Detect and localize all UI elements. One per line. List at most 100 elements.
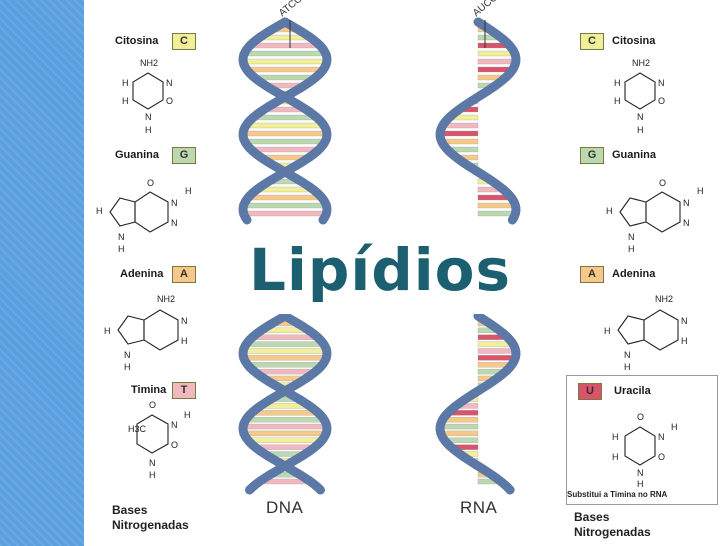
left-letter-g: G	[172, 147, 196, 164]
svg-text:H: H	[104, 326, 111, 336]
right-label-adenina: Adenina	[612, 268, 656, 280]
slide-title: Lipídios	[230, 226, 530, 314]
uracil-frame	[566, 375, 718, 505]
svg-text:N: N	[683, 198, 690, 208]
helix-rung	[439, 130, 479, 137]
svg-text:O: O	[166, 96, 173, 106]
svg-text:H: H	[184, 410, 191, 420]
left-label-adenina: Adenina	[120, 268, 164, 280]
helix-rung	[243, 58, 327, 65]
svg-text:H: H	[122, 96, 129, 106]
helix-rung	[439, 423, 479, 430]
dna-label: DNA	[266, 498, 304, 517]
svg-text:H: H	[612, 452, 619, 462]
left-cytosine-ring	[132, 72, 164, 110]
right-label-guanina: Guanina	[612, 149, 657, 161]
left-letter-c: C	[172, 33, 196, 50]
svg-text:H: H	[122, 78, 129, 88]
rna-label: RNA	[460, 498, 498, 517]
right-cytosine-ring	[624, 72, 656, 110]
svg-text:H: H	[628, 244, 635, 254]
svg-text:H: H	[697, 186, 704, 196]
left-label-timina: Timina	[131, 384, 167, 396]
svg-text:N: N	[624, 350, 631, 360]
svg-text:O: O	[659, 178, 666, 188]
svg-text:N: N	[118, 232, 125, 242]
helix-rung	[477, 58, 516, 65]
svg-text:H: H	[149, 470, 156, 480]
left-letter-a: A	[172, 266, 196, 283]
svg-text:H: H	[671, 422, 678, 432]
svg-text:NH2: NH2	[157, 294, 175, 304]
right-letter-g: G	[580, 147, 604, 164]
helix-backbone	[238, 311, 332, 495]
svg-text:N: N	[171, 198, 178, 208]
svg-text:N: N	[181, 316, 188, 326]
left-adenine-ring5	[117, 315, 145, 345]
svg-text:O: O	[658, 452, 665, 462]
atom-nh2: NH2	[140, 58, 158, 68]
right-letter-u: U	[578, 383, 602, 400]
svg-text:O: O	[147, 178, 154, 188]
helix-rung	[243, 202, 327, 209]
svg-text:N: N	[637, 468, 644, 478]
helix-rung	[243, 355, 327, 361]
helix-rung	[249, 42, 321, 49]
left-thymine-ring	[136, 414, 169, 454]
left-letter-t: T	[172, 382, 196, 399]
left-label-guanina: Guanina	[115, 149, 160, 161]
dna-helix-top	[238, 17, 332, 225]
footer-left-line2: Nitrogenadas	[112, 518, 189, 532]
atom-h3c: H3C	[128, 424, 147, 434]
right-label-uracila: Uracila	[614, 385, 651, 397]
svg-text:N: N	[681, 316, 688, 326]
rna-helix-top	[435, 17, 521, 225]
helix-rung	[245, 122, 325, 129]
helix-rung	[248, 437, 322, 443]
svg-text:O: O	[149, 400, 156, 410]
helix-backbone	[435, 17, 521, 225]
svg-text:H: H	[637, 125, 644, 135]
svg-text:N: N	[658, 432, 665, 442]
svg-text:O: O	[637, 412, 644, 422]
svg-text:N: N	[171, 218, 178, 228]
svg-text:N: N	[658, 78, 665, 88]
helix-rung	[251, 410, 319, 416]
svg-text:NH2: NH2	[632, 58, 650, 68]
helix-backbone	[238, 17, 332, 225]
uracil-note: Substitui a Timina no RNA	[567, 490, 668, 499]
svg-text:H: H	[624, 362, 631, 372]
helix-backbone	[238, 311, 332, 495]
helix-rung	[251, 146, 319, 153]
helix-rung	[244, 138, 326, 145]
svg-text:NH2: NH2	[655, 294, 673, 304]
left-decorative-stripe	[0, 0, 84, 546]
helix-backbone	[435, 311, 521, 495]
rna-helix-bottom	[435, 311, 521, 495]
helix-rung	[243, 430, 327, 437]
helix-rung	[477, 348, 517, 354]
footer-right-line2: Nitrogenadas	[574, 525, 651, 539]
helix-rung	[247, 194, 323, 201]
svg-text:N: N	[683, 218, 690, 228]
helix-rung	[243, 210, 327, 217]
svg-text:H: H	[145, 125, 152, 135]
svg-text:H: H	[604, 326, 611, 336]
right-adenine-ring5	[617, 315, 645, 345]
svg-text:H: H	[614, 96, 621, 106]
svg-text:N: N	[628, 232, 635, 242]
svg-text:N: N	[149, 458, 156, 468]
svg-text:H: H	[614, 78, 621, 88]
svg-text:O: O	[658, 96, 665, 106]
right-uracil-ring	[624, 426, 656, 466]
svg-text:H: H	[606, 206, 613, 216]
helix-rung	[242, 423, 328, 430]
helix-rung	[243, 348, 327, 354]
svg-text:N: N	[124, 350, 131, 360]
helix-backbone	[238, 17, 332, 225]
svg-text:H: H	[181, 336, 188, 346]
helix-rung	[245, 341, 325, 347]
svg-text:H: H	[185, 186, 192, 196]
svg-text:N: N	[637, 112, 644, 122]
